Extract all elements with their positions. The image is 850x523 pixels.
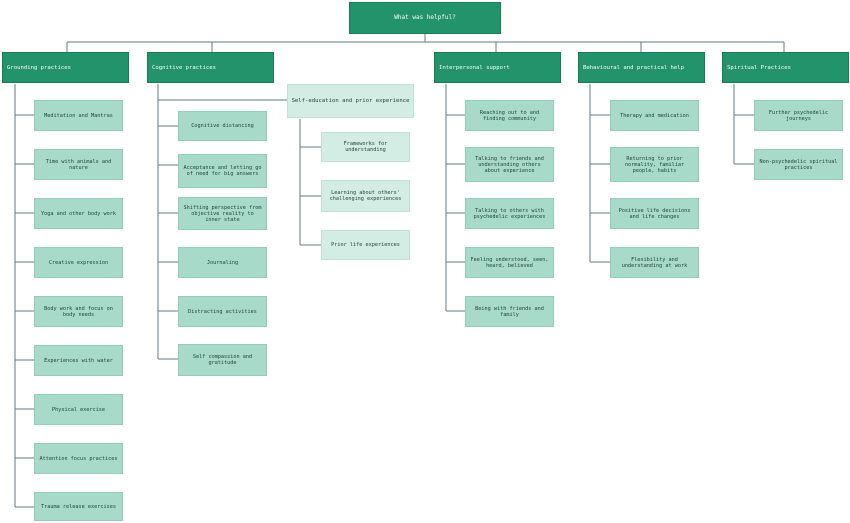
interpersonal-item: Being with friends and family <box>465 296 554 327</box>
category-cognitive-practices: Cognitive practices <box>147 52 274 83</box>
spiritual-item: Non-psychedelic spiritual practices <box>754 149 843 180</box>
interpersonal-item: Reaching out to and finding community <box>465 100 554 131</box>
self-education-item: Prior life experiences <box>321 230 410 260</box>
behavioural-item: Therapy and medication <box>610 100 699 131</box>
cognitive-item: Cognitive distancing <box>178 111 267 141</box>
grounding-item: Physical exercise <box>34 394 123 425</box>
grounding-item: Experiences with water <box>34 345 123 376</box>
behavioural-item: Returning to prior normality, familiar p… <box>610 147 699 182</box>
grounding-item: Attention focus practices <box>34 443 123 474</box>
grounding-item: Time with animals and nature <box>34 149 123 180</box>
cognitive-item: Self compassion and gratitude <box>178 344 267 376</box>
grounding-item: Meditation and Mantras <box>34 100 123 131</box>
grounding-item: Creative expression <box>34 247 123 278</box>
spiritual-item: Further psychedelic journeys <box>754 100 843 131</box>
category-spiritual-practices: Spiritual Practices <box>722 52 849 83</box>
cognitive-item: Acceptance and letting go of need for bi… <box>178 154 267 188</box>
behavioural-item: Positive life decisions and life changes <box>610 198 699 229</box>
category-interpersonal-support: Interpersonal support <box>434 52 561 83</box>
grounding-item: Yoga and other body work <box>34 198 123 229</box>
interpersonal-item: Feeling understood, seen, heard, believe… <box>465 247 554 278</box>
cognitive-item: Journaling <box>178 247 267 278</box>
cognitive-item: Shifting perspective from objective real… <box>178 197 267 230</box>
interpersonal-item: Talking to friends and understanding oth… <box>465 147 554 182</box>
behavioural-item: Flexibility and understanding at work <box>610 247 699 278</box>
category-behavioural-practical-help: Behavioural and practical help <box>578 52 705 83</box>
grounding-item: Body work and focus on body needs <box>34 296 123 327</box>
grounding-item: Trauma release exercises <box>34 492 123 521</box>
interpersonal-item: Talking to others with psychedelic exper… <box>465 198 554 229</box>
category-grounding-practices: Grounding practices <box>2 52 129 83</box>
subgroup-self-education: Self-education and prior experience <box>287 84 414 118</box>
root-node: What was helpful? <box>349 2 501 34</box>
self-education-item: Frameworks for understanding <box>321 132 410 162</box>
self-education-item: Learning about others' challenging exper… <box>321 180 410 212</box>
cognitive-item: Distracting activities <box>178 296 267 327</box>
